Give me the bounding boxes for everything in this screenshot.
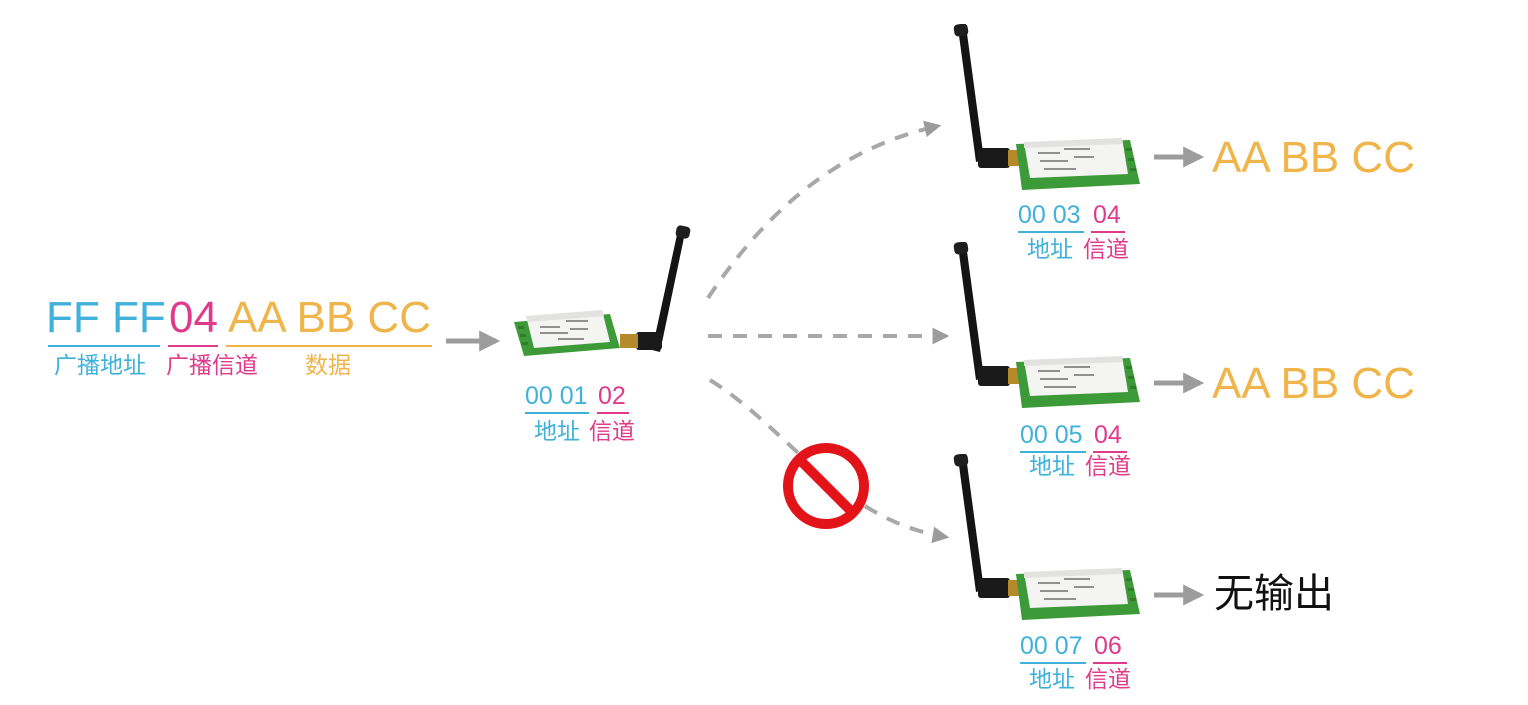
receiver-1-address-label: 地址 <box>1027 237 1073 263</box>
packet-channel-label: 广播信道 <box>166 353 258 379</box>
receiver-1-channel-underline <box>1091 231 1125 233</box>
receiver-2-output: AA BB CC <box>1212 359 1415 408</box>
receiver-2-address-label: 地址 <box>1029 454 1075 480</box>
receiver-1-channel: 04 <box>1093 201 1121 229</box>
sender-channel-label: 信道 <box>589 419 635 445</box>
receiver-1-address-underline <box>1018 231 1084 233</box>
dashed-link-receiver-3 <box>708 378 950 544</box>
receiver-3-channel-label: 信道 <box>1085 667 1131 693</box>
packet-data-underline <box>226 345 432 347</box>
packet-channel: 04 <box>169 293 218 342</box>
receiver-2-address: 00 05 <box>1020 421 1083 449</box>
receiver-3-channel: 06 <box>1094 632 1122 660</box>
sender-address: 00 01 <box>525 382 588 410</box>
wireless-module-icon <box>944 454 1174 634</box>
receiver-1-channel-label: 信道 <box>1083 237 1129 263</box>
dashed-link-receiver-1 <box>706 120 942 300</box>
prohibited-icon <box>783 443 869 529</box>
packet-data-label: 数据 <box>305 353 351 379</box>
receiver-2-channel-underline <box>1093 451 1127 453</box>
packet-address: FF FF <box>46 293 166 342</box>
packet-address-underline <box>48 345 160 347</box>
wireless-module-icon <box>500 222 730 402</box>
receiver-3-output: 无输出 <box>1214 571 1334 617</box>
receiver-3-address-underline <box>1020 662 1086 664</box>
receiver-2-channel: 04 <box>1094 421 1122 449</box>
wireless-module-icon <box>944 242 1174 422</box>
sender-address-underline <box>525 412 589 414</box>
receiver-3-address-label: 地址 <box>1029 667 1075 693</box>
wireless-module-icon <box>944 24 1174 204</box>
packet-channel-underline <box>168 345 218 347</box>
receiver-1-output: AA BB CC <box>1212 133 1415 182</box>
receiver-3-address: 00 07 <box>1020 632 1083 660</box>
receiver-1-address: 00 03 <box>1018 201 1081 229</box>
receiver-2-channel-label: 信道 <box>1085 454 1131 480</box>
sender-address-label: 地址 <box>534 419 580 445</box>
receiver-2-address-underline <box>1020 451 1086 453</box>
packet-data: AA BB CC <box>228 293 431 342</box>
sender-channel-underline <box>597 412 629 414</box>
receiver-3-channel-underline <box>1093 662 1127 664</box>
sender-channel: 02 <box>598 382 626 410</box>
packet-address-label: 广播地址 <box>54 353 146 379</box>
